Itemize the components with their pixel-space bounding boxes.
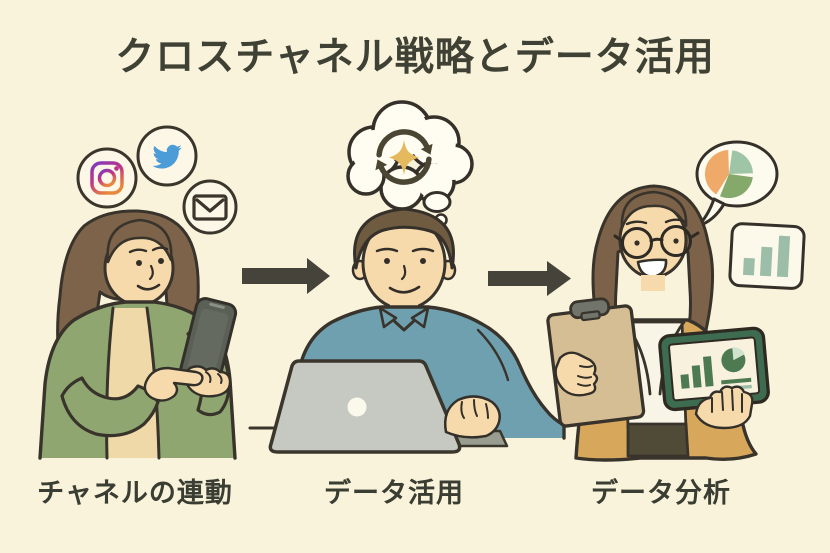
twitter-icon	[136, 125, 198, 187]
hair	[353, 207, 455, 270]
finger-lines	[460, 399, 489, 419]
eye	[673, 238, 679, 244]
twitter-bird	[152, 144, 182, 169]
smile	[136, 283, 161, 291]
eye	[158, 258, 164, 264]
eye	[634, 240, 640, 246]
eye	[384, 258, 390, 264]
eye	[420, 258, 426, 264]
finger-lines	[205, 371, 223, 384]
neck	[641, 275, 665, 291]
sparkle-icon	[389, 140, 419, 175]
hand-holding-tablet	[694, 385, 754, 430]
pointing-hand	[143, 366, 204, 402]
arrow-2	[488, 261, 571, 296]
page-title: クロスチャネル戦略とデータ活用	[115, 35, 715, 80]
smartphone	[178, 297, 238, 388]
sync-icon	[375, 129, 433, 185]
finger-lines	[711, 389, 743, 413]
finger-lines	[577, 365, 593, 387]
eye	[136, 260, 142, 266]
arrow-1	[242, 258, 330, 294]
tablet-pie-chart	[721, 347, 746, 373]
collar-flaps	[378, 306, 430, 329]
pie-chart-icon	[704, 150, 753, 199]
bar-chart-icon	[728, 222, 806, 290]
glasses-icon	[613, 225, 700, 259]
typing-hand	[444, 395, 501, 439]
email-icon	[182, 179, 238, 235]
step-label-data-usage: データ活用	[324, 478, 464, 509]
nose	[148, 264, 154, 281]
thought-bubble	[346, 100, 474, 227]
tablet-bar-chart	[680, 356, 714, 389]
nose	[400, 264, 407, 281]
woman-with-phone	[38, 209, 238, 460]
open-smile	[636, 258, 668, 279]
hand-on-clipboard	[554, 351, 599, 397]
tablet-text-line	[721, 377, 752, 385]
step-label-data-analysis: データ分析	[591, 478, 731, 509]
man-at-laptop	[248, 207, 566, 454]
eyebrows	[375, 247, 435, 253]
waistband	[626, 422, 690, 458]
woman-with-tablet	[546, 184, 770, 462]
shirt-outline	[292, 305, 566, 440]
bangs	[106, 218, 173, 264]
arm-crease	[476, 328, 510, 382]
channel-icons	[76, 125, 238, 235]
eyebrows	[625, 218, 686, 226]
laptop-logo	[347, 397, 367, 417]
instagram-icon	[76, 147, 138, 209]
analysis-callouts	[695, 140, 806, 290]
step-label-channels: チャネルの連動	[37, 478, 233, 509]
bangs	[620, 190, 688, 230]
smile	[388, 285, 421, 294]
bubble-trail-1	[422, 191, 452, 213]
eyebrows	[128, 246, 169, 254]
